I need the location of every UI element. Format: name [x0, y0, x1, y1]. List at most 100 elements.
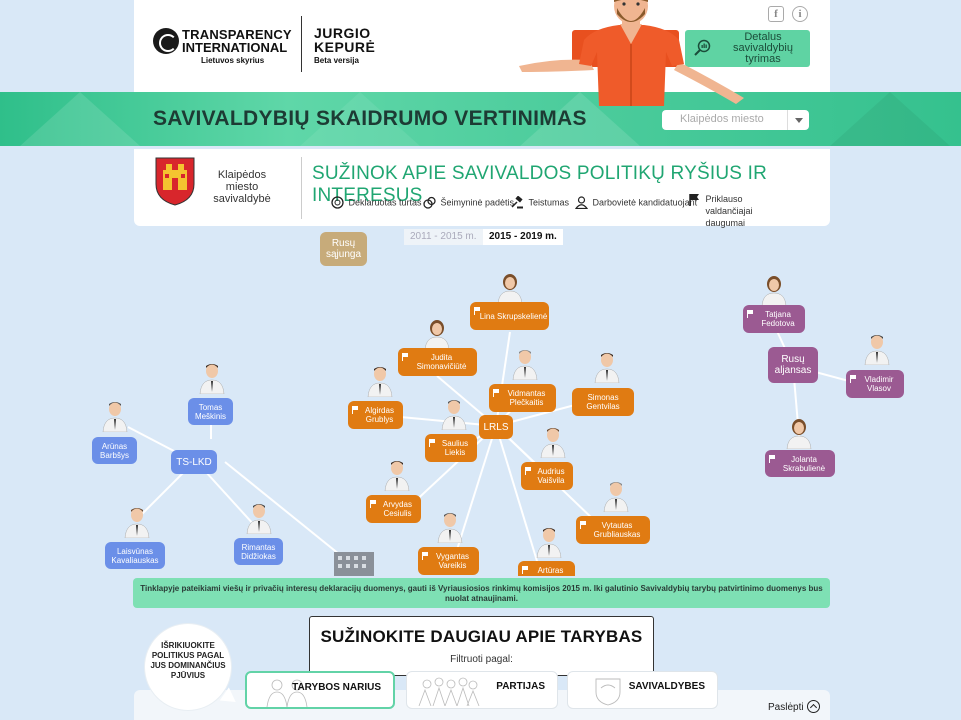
person-node-vidmantas-pleckaitis[interactable]: Vidmantas Plečkaitis [489, 384, 556, 412]
detailed-research-label: Detalus savivaldybių tyrimas [733, 31, 793, 65]
filter-button-parties[interactable]: PARTIJAS [406, 671, 558, 709]
municipality-select[interactable]: Klaipėdos miesto [662, 110, 809, 130]
person-name: Saulius Liekis [441, 439, 469, 457]
info-icon[interactable]: i [792, 6, 808, 22]
beta-label: Beta versija [314, 56, 359, 65]
person-node-vygantas-vareikis[interactable]: Vygantas Vareikis [418, 547, 479, 575]
tab-period-2011-2015[interactable]: 2011 - 2015 m. [404, 229, 483, 245]
ruling-majority-flag-icon [769, 455, 776, 463]
legend-item: Deklaruotas turtas [331, 196, 422, 209]
person-avatar-icon [497, 274, 523, 304]
person-node-arunas-barbsys[interactable]: Arūnas Barbšys [92, 437, 137, 464]
person-node-lina-skrupskeliene[interactable]: Lina Skrupskelienė [470, 302, 549, 330]
person-node-tatjana-fedotova[interactable]: Tatjana Fedotova [743, 305, 805, 333]
tab-period-2015-2019[interactable]: 2015 - 2019 m. [483, 229, 563, 245]
worker-icon [575, 196, 588, 209]
party-node-lrls[interactable]: LRLS [479, 415, 513, 439]
coin-icon [331, 196, 344, 209]
person-avatar-icon [540, 428, 566, 458]
person-avatar-icon [536, 528, 562, 558]
person-avatar-icon [761, 276, 787, 306]
filter-button-council-members[interactable]: TARYBOS NARIUS [245, 671, 395, 709]
ruling-majority-flag-icon [493, 389, 500, 397]
filter-button-municipalities[interactable]: SAVIVALDYBES [567, 671, 718, 709]
person-node-laisvunas-kavaliauskas[interactable]: Laisvūnas Kavaliauskas [105, 542, 165, 569]
person-node-judita-simonaviciute[interactable]: Judita Simonavičiūtė [398, 348, 477, 376]
legend-item: Darbovietė kandidatuojant [575, 196, 697, 209]
party-node-rusu-sajunga[interactable]: Rusų sąjunga [320, 232, 367, 266]
municipality-panel: Klaipėdos miesto savivaldybė SUŽINOK API… [134, 149, 830, 229]
person-node-saulius-liekis[interactable]: Saulius Liekis [425, 434, 477, 462]
person-avatar-icon [246, 504, 272, 534]
person-node-rimantas-didziokas[interactable]: Rimantas Didžiokas [234, 538, 283, 565]
banner-pattern [830, 92, 950, 146]
person-node-arturas[interactable]: Artūras [518, 561, 575, 576]
person-avatar-icon [124, 508, 150, 538]
legend-item: Šeimyninė padėtis [423, 196, 514, 209]
person-avatar-icon [367, 367, 393, 397]
ti-logo-line3: Lietuvos skyrius [201, 56, 265, 65]
person-node-arvydas-cesiulis[interactable]: Arvydas Cesiulis [366, 495, 421, 523]
person-name: Vidmantas Plečkaitis [507, 389, 546, 407]
learn-more-title: SUŽINOKITE DAUGIAU APIE TARYBAS [320, 627, 643, 646]
crowd-illustration [418, 677, 480, 706]
municipality-select-value: Klaipėdos miesto [680, 113, 764, 125]
gavel-icon [511, 196, 523, 209]
klaipeda-coat-of-arms-icon [155, 157, 195, 206]
detailed-research-button[interactable]: Detalus savivaldybių tyrimas [685, 30, 810, 67]
ruling-majority-flag-icon [522, 566, 529, 574]
banner-pattern [300, 92, 420, 146]
person-node-tomas-meskinis[interactable]: Tomas Meškinis [188, 398, 233, 425]
ruling-majority-flag-icon [429, 439, 436, 447]
ruling-majority-flag-icon [850, 375, 857, 383]
relations-graph[interactable]: 2011 - 2015 m. 2015 - 2019 m. Rusų sąjun… [0, 226, 961, 576]
rings-icon [423, 196, 436, 209]
chevron-down-icon[interactable] [787, 110, 809, 130]
facebook-icon[interactable]: f [768, 6, 784, 22]
party-node-rusu-aljansas[interactable]: Rusų aljansas [768, 347, 818, 383]
legend-item: Priklauso valdančiajai daugumai [688, 193, 778, 229]
chevron-up-circle-icon[interactable] [807, 700, 820, 713]
filter-by-label: Filtruoti pagal: [450, 654, 513, 665]
council-members-illustration [266, 679, 308, 707]
title-banner: SAVIVALDYBIŲ SKAIDRUMO VERTINIMAS Klaipė… [0, 92, 961, 146]
legend-item: Teistumas [511, 196, 569, 209]
person-avatar-icon [603, 482, 629, 512]
magnifier-chart-icon [694, 39, 711, 56]
person-name: Jolanta Skrabulienė [782, 454, 826, 473]
person-node-algirdas-grublys[interactable]: Algirdas Grublys [348, 401, 403, 429]
learn-more-box: SUŽINOKITE DAUGIAU APIE TARYBAS Filtruot… [309, 616, 654, 676]
legend-label: Teistumas [528, 197, 570, 208]
shield-emblem-illustration [595, 678, 621, 706]
ti-logo-line1: TRANSPARENCY [182, 27, 292, 42]
person-avatar-icon [786, 419, 812, 449]
person-node-vytautas-grubliauskas[interactable]: Vytautas Grubliauskas [576, 516, 650, 544]
party-node-ts-lkd[interactable]: TS-LKD [171, 450, 217, 474]
person-name: Vladimir Vlasov [864, 375, 894, 393]
hide-link[interactable]: Paslėpti [768, 702, 804, 713]
transparency-international-logo[interactable]: TRANSPARENCY INTERNATIONAL Lietuvos skyr… [153, 26, 292, 66]
ti-globe-icon [153, 28, 179, 54]
page-title: SAVIVALDYBIŲ SKAIDRUMO VERTINIMAS [153, 107, 587, 130]
person-node-audrius-vaisvila[interactable]: Audrius Vaišvila [521, 462, 573, 490]
person-node-vladimir-vlasov[interactable]: Vladimir Vlasov [846, 370, 904, 398]
person-node-jolanta-skrabuliene[interactable]: Jolanta Skrabulienė [765, 450, 835, 477]
person-node-simonas-gentvilas[interactable]: Simonas Gentvilas [572, 388, 634, 416]
jk-logo-line1: JURGIO [314, 25, 371, 41]
person-avatar-icon [199, 364, 225, 394]
person-name: Artūras [537, 566, 564, 575]
person-name: Lina Skrupskelienė [479, 311, 548, 321]
jurgio-kepure-logo[interactable]: JURGIO KEPURĖ Beta versija [314, 26, 375, 65]
ruling-majority-flag-icon [352, 406, 359, 414]
legend-label: Darbovietė kandidatuojant [592, 197, 698, 208]
logo-divider [301, 16, 302, 72]
ruling-majority-flag-icon [474, 307, 481, 315]
person-avatar-icon [102, 402, 128, 432]
jk-logo-line2: KEPURĖ [314, 39, 376, 55]
person-avatar-icon [512, 350, 538, 380]
person-avatar-icon [384, 461, 410, 491]
person-avatar-icon [437, 513, 463, 543]
municipality-name: Klaipėdos miesto savivaldybė [213, 169, 271, 205]
site-header: TRANSPARENCY INTERNATIONAL Lietuvos skyr… [134, 0, 830, 106]
person-name: Vytautas Grubliauskas [593, 521, 641, 539]
